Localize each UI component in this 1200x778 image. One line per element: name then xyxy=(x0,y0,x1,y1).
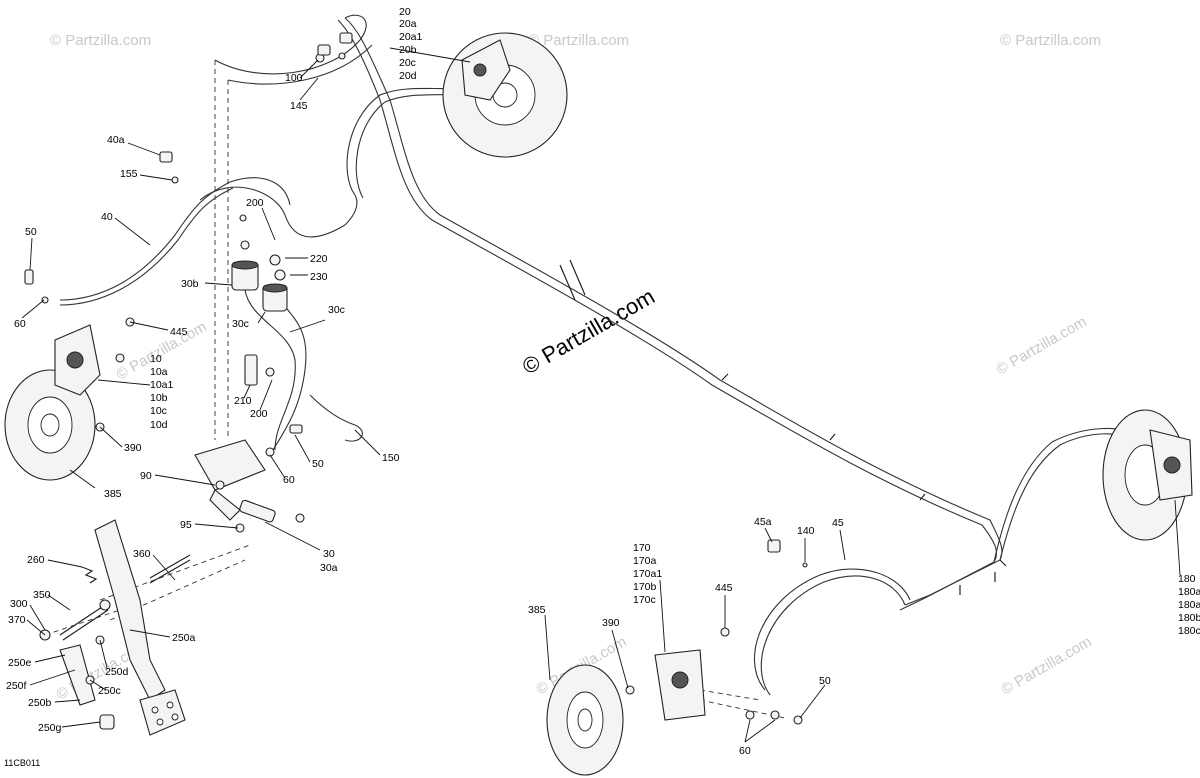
callout-30a: 30a xyxy=(320,562,338,574)
brake-lines xyxy=(59,14,1143,696)
callout-20a1: 20a1 xyxy=(399,31,423,43)
callout-145: 145 xyxy=(290,100,308,112)
callout-50-left: 50 xyxy=(25,226,37,238)
callout-60-right: 60 xyxy=(739,745,751,757)
callout-250c: 250c xyxy=(98,685,121,697)
callout-250a: 250a xyxy=(172,632,196,644)
callout-390-right: 390 xyxy=(602,617,620,629)
callout-180b: 180b xyxy=(1178,612,1200,624)
callout-90: 90 xyxy=(140,470,152,482)
front-right-caliper xyxy=(461,39,511,101)
callout-170a: 170a xyxy=(633,555,657,567)
callout-95: 95 xyxy=(180,519,192,531)
callout-100: 100 xyxy=(285,72,303,84)
callout-10: 10 xyxy=(150,353,162,365)
callout-30: 30 xyxy=(323,548,335,560)
brake-pedal-assembly xyxy=(39,519,191,736)
callout-170: 170 xyxy=(633,542,651,554)
watermark-text: © Partzilla.com xyxy=(994,313,1090,378)
callout-labels: 20 20a 20a1 20b 20c 20d 100 145 40a 155 … xyxy=(4,6,1200,768)
front-right-brake-disc xyxy=(442,32,568,158)
callout-230: 230 xyxy=(310,271,328,283)
callout-60-mid: 60 xyxy=(283,474,295,486)
callout-20b: 20b xyxy=(399,44,417,56)
callout-20c: 20c xyxy=(399,57,416,69)
watermark-text: © Partzilla.com xyxy=(528,32,629,49)
callout-170b: 170b xyxy=(633,581,657,593)
rear-left-caliper xyxy=(625,539,808,725)
callout-180: 180 xyxy=(1178,573,1196,585)
callout-370: 370 xyxy=(8,614,26,626)
callout-50-mid: 50 xyxy=(312,458,324,470)
callout-180c: 180c xyxy=(1178,625,1200,637)
callout-300: 300 xyxy=(10,598,28,610)
callout-385-left: 385 xyxy=(104,488,122,500)
watermark-text: © Partzilla.com xyxy=(1000,32,1101,49)
callout-150: 150 xyxy=(382,452,400,464)
callout-390-left: 390 xyxy=(124,442,142,454)
callout-20: 20 xyxy=(399,6,411,18)
callout-350: 350 xyxy=(33,589,51,601)
callout-30c-right: 30c xyxy=(328,304,345,316)
master-cylinder xyxy=(194,439,276,523)
callout-445-right: 445 xyxy=(715,582,733,594)
callout-10c: 10c xyxy=(150,405,167,417)
callout-20d: 20d xyxy=(399,70,417,82)
callout-40a: 40a xyxy=(107,134,125,146)
callout-10b: 10b xyxy=(150,392,168,404)
watermark-text: © Partzilla.com xyxy=(999,633,1095,698)
rear-left-brake-disc xyxy=(546,664,624,776)
callout-10a1: 10a1 xyxy=(150,379,174,391)
callout-360: 360 xyxy=(133,548,151,560)
diagram-code: 11CB011 xyxy=(4,758,40,768)
callout-30c-left: 30c xyxy=(232,318,249,330)
callout-40: 40 xyxy=(101,211,113,223)
callout-30b: 30b xyxy=(181,278,199,290)
small-hardware xyxy=(24,32,353,533)
watermark-layer: © Partzilla.com © Partzilla.com © Partzi… xyxy=(50,32,1101,703)
brake-reservoir-left xyxy=(231,260,259,291)
callout-170c: 170c xyxy=(633,594,656,606)
front-left-brake-disc xyxy=(4,369,96,481)
callout-10d: 10d xyxy=(150,419,168,431)
callout-385-right: 385 xyxy=(528,604,546,616)
callout-250f: 250f xyxy=(6,680,27,692)
front-left-caliper xyxy=(54,324,101,396)
callout-45: 45 xyxy=(832,517,844,529)
callout-250g: 250g xyxy=(38,722,62,734)
callout-200-top: 200 xyxy=(246,197,264,209)
callout-170a1: 170a1 xyxy=(633,568,662,580)
callout-210: 210 xyxy=(234,395,252,407)
brake-reservoir-right xyxy=(262,283,288,312)
callout-155: 155 xyxy=(120,168,138,180)
callout-250e: 250e xyxy=(8,657,32,669)
callout-20a: 20a xyxy=(399,18,417,30)
rear-right-caliper xyxy=(1149,429,1193,501)
callout-10a: 10a xyxy=(150,366,168,378)
callout-140: 140 xyxy=(797,525,815,537)
callout-250d: 250d xyxy=(105,666,129,678)
leader-lines xyxy=(21,47,1181,743)
callout-250b: 250b xyxy=(28,697,52,709)
callout-220: 220 xyxy=(310,253,328,265)
callout-45a: 45a xyxy=(754,516,772,528)
callout-200-mid: 200 xyxy=(250,408,268,420)
callout-50-right: 50 xyxy=(819,675,831,687)
callout-445-left: 445 xyxy=(170,326,188,338)
callout-260: 260 xyxy=(27,554,45,566)
watermark-text: © Partzilla.com xyxy=(50,32,151,49)
callout-60-left: 60 xyxy=(14,318,26,330)
callout-180a: 180a xyxy=(1178,586,1200,598)
